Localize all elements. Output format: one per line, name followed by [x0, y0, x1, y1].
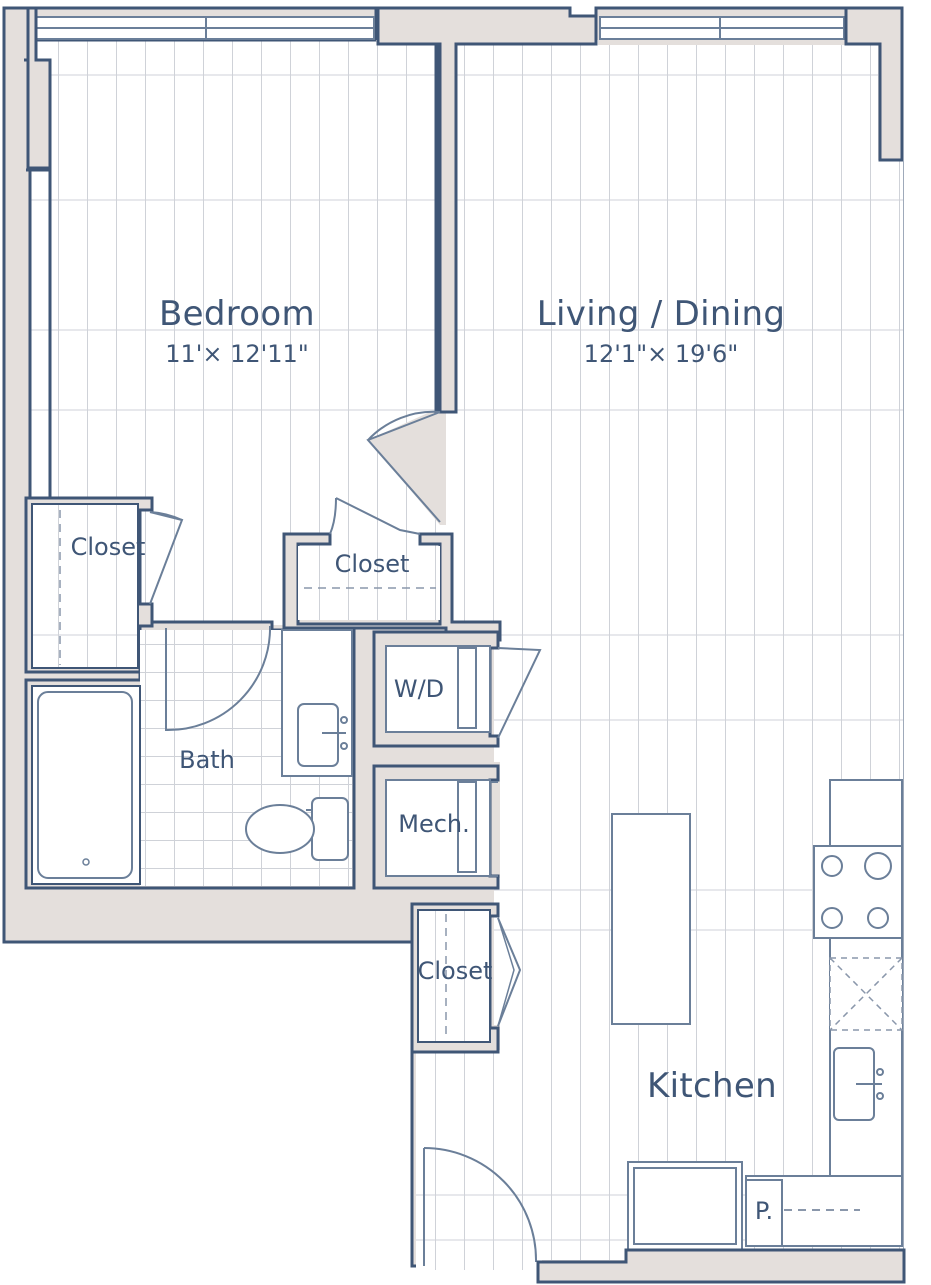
hall-closet-label: Closet: [334, 550, 410, 578]
exterior-wall: [536, 1248, 906, 1284]
door-swing-icon: [423, 1147, 538, 1266]
bedroom-closet-label: Closet: [70, 533, 146, 561]
bedroom-label: Bedroom: [159, 294, 315, 334]
door-swing-icon: [329, 410, 441, 535]
bedroom-closet: [24, 496, 154, 674]
wall-piers: [6, 6, 904, 414]
sink-icon: [297, 703, 348, 767]
dishwasher-icon: [829, 957, 903, 1031]
washer-dryer-label: W/D: [393, 675, 445, 703]
washer-dryer-closet: [372, 630, 542, 748]
living-dining-label: Living / Dining: [536, 294, 786, 334]
mechanical-closet: [372, 764, 500, 890]
entry-closet: [410, 902, 522, 1054]
bedroom-dimensions: 11'× 12'11": [165, 340, 309, 368]
toilet-icon: [245, 797, 349, 861]
sink-icon: [833, 1047, 884, 1121]
kitchen-label: Kitchen: [647, 1066, 777, 1106]
bathtub-icon: [37, 691, 133, 879]
living-dining-dimensions: 12'1"× 19'6": [583, 340, 739, 368]
cooktop-icon: [813, 845, 903, 939]
mechanical-label: Mech.: [398, 810, 470, 838]
door-swing-icon: [149, 511, 184, 605]
pantry: [745, 1179, 860, 1247]
entry-closet-label: Closet: [417, 957, 493, 985]
pantry-label: P.: [754, 1197, 774, 1225]
bath-label: Bath: [179, 746, 235, 774]
refrigerator-icon: [627, 1161, 743, 1251]
kitchen-island: [611, 813, 691, 1025]
